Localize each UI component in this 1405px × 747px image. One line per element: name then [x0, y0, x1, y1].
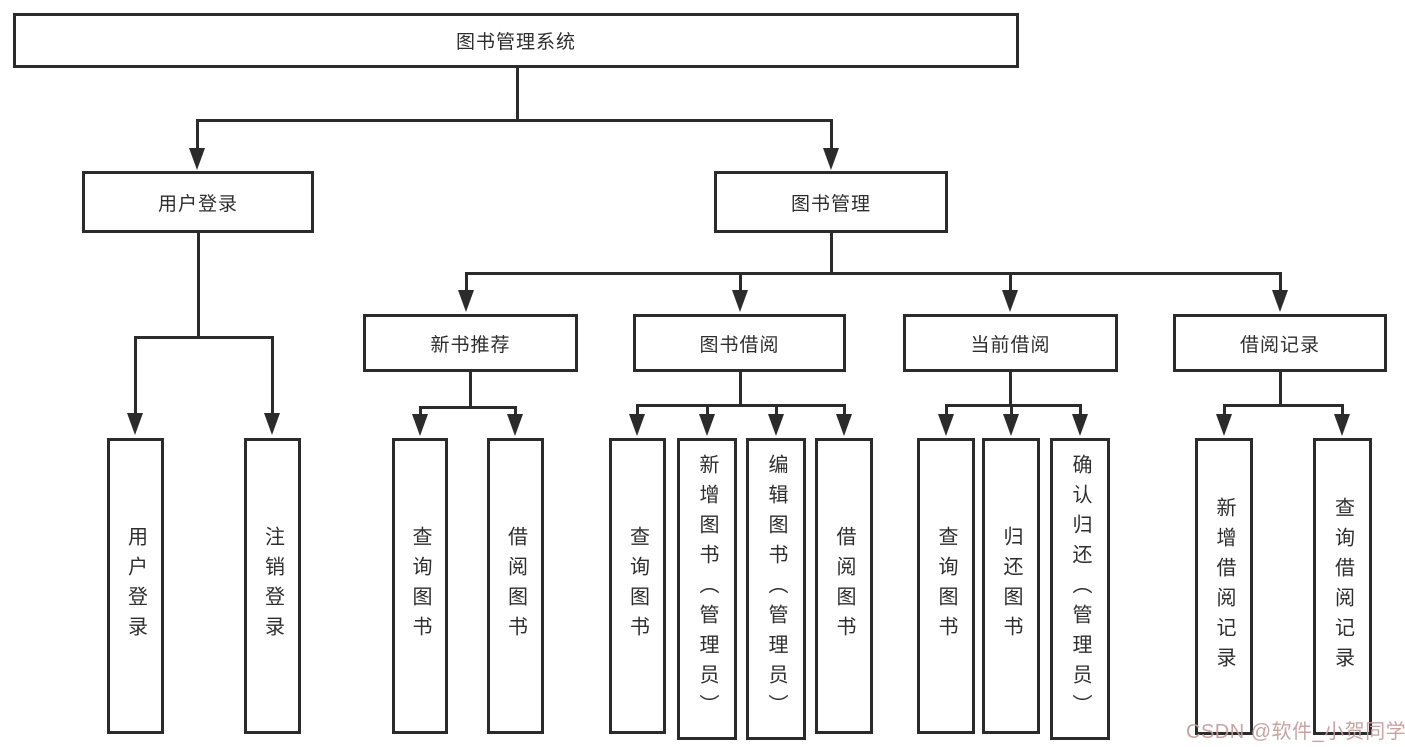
node-leaf-query-record: 查询借阅记录	[1313, 438, 1372, 735]
node-leaf-query-book-3: 查询图书	[917, 438, 975, 734]
connector-line	[468, 372, 472, 408]
connector-line	[513, 407, 517, 418]
arrowhead-down-icon	[127, 413, 143, 435]
connector-line	[1009, 405, 1013, 418]
connector-line	[842, 405, 846, 418]
connector-line	[738, 372, 742, 406]
arrowhead-down-icon	[189, 148, 205, 170]
node-leaf-user-login: 用户登录	[107, 438, 164, 734]
connector-line	[774, 405, 778, 418]
arrowhead-down-icon	[1072, 414, 1088, 436]
connector-line	[464, 271, 1282, 275]
node-book-management: 图书管理	[714, 171, 948, 233]
connector-line	[133, 337, 137, 417]
connector-line	[195, 120, 199, 152]
arrowhead-down-icon	[1272, 290, 1288, 312]
connector-line	[829, 233, 833, 274]
node-new-book-recommend: 新书推荐	[363, 314, 578, 372]
node-root: 图书管理系统	[13, 13, 1019, 68]
node-user-login-group: 用户登录	[82, 171, 314, 233]
connector-line	[944, 405, 948, 418]
connector-line	[635, 405, 639, 418]
connector-line	[515, 68, 519, 121]
node-borrowing-records: 借阅记录	[1173, 314, 1387, 372]
arrowhead-down-icon	[732, 290, 748, 312]
node-leaf-query-book-1: 查询图书	[392, 438, 448, 734]
arrowhead-down-icon	[836, 414, 852, 436]
connector-line	[738, 273, 742, 294]
connector-line	[418, 405, 517, 409]
arrowhead-down-icon	[1334, 414, 1350, 436]
connector-line	[1340, 405, 1344, 418]
connector-line	[829, 120, 833, 152]
connector-line	[133, 335, 274, 339]
connector-line	[944, 403, 1082, 407]
connector-line	[635, 403, 846, 407]
arrowhead-down-icon	[823, 148, 839, 170]
node-leaf-return-book: 归还图书	[982, 438, 1040, 734]
node-current-borrowing: 当前借阅	[903, 314, 1118, 372]
arrowhead-down-icon	[938, 414, 954, 436]
csdn-watermark: CSDN @软件_小贺同学	[1186, 721, 1405, 743]
node-leaf-borrow-book-2: 借阅图书	[815, 438, 873, 734]
connector-line	[705, 405, 709, 418]
connector-line	[270, 337, 274, 417]
arrowhead-down-icon	[1003, 414, 1019, 436]
connector-line	[1278, 372, 1282, 406]
arrowhead-down-icon	[264, 413, 280, 435]
connector-line	[1222, 405, 1226, 418]
arrowhead-down-icon	[1216, 414, 1232, 436]
arrowhead-down-icon	[412, 414, 428, 436]
node-leaf-add-book: 新增图书（管理员）	[677, 438, 737, 740]
node-leaf-add-record: 新增借阅记录	[1195, 438, 1253, 735]
node-leaf-logout: 注销登录	[244, 438, 301, 734]
connector-line	[1078, 405, 1082, 418]
arrowhead-down-icon	[629, 414, 645, 436]
node-book-borrowing: 图书借阅	[633, 314, 846, 372]
connector-line	[1008, 273, 1012, 294]
arrowhead-down-icon	[699, 414, 715, 436]
connector-line	[1008, 372, 1012, 406]
node-leaf-edit-book: 编辑图书（管理员）	[746, 438, 806, 740]
connector-line	[418, 407, 422, 418]
connector-line	[1278, 273, 1282, 294]
node-leaf-borrow-book-1: 借阅图书	[487, 438, 544, 734]
arrowhead-down-icon	[768, 414, 784, 436]
node-leaf-confirm-return: 确认归还（管理员）	[1050, 438, 1110, 740]
arrowhead-down-icon	[1002, 290, 1018, 312]
node-leaf-query-book-2: 查询图书	[609, 438, 666, 734]
connector-line	[196, 233, 200, 338]
arrowhead-down-icon	[507, 414, 523, 436]
connector-line	[195, 118, 833, 122]
arrowhead-down-icon	[458, 290, 474, 312]
connector-line	[464, 273, 468, 294]
connector-line	[1222, 403, 1344, 407]
